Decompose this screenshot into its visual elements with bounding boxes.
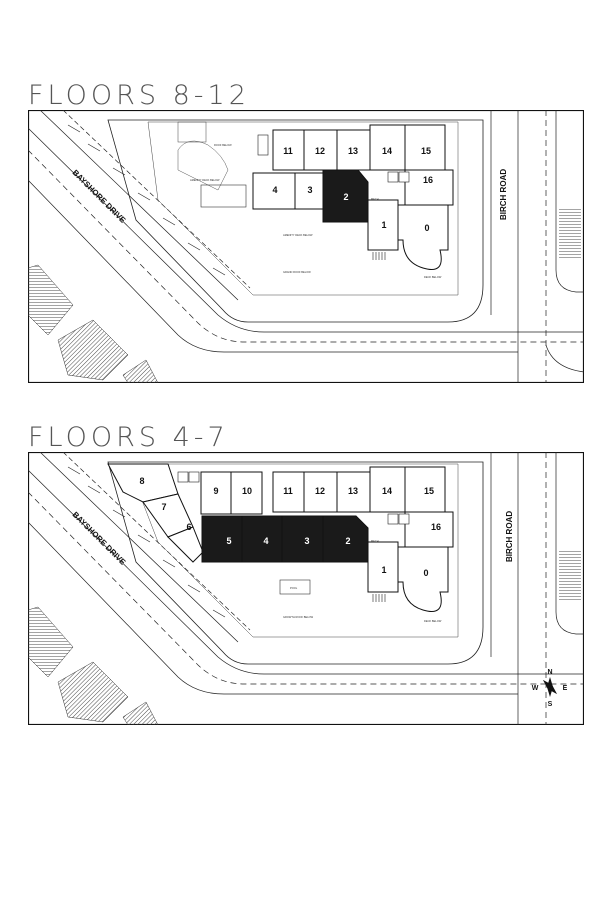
small-label: DECK BELOW (424, 275, 442, 279)
unit-label: 15 (421, 146, 431, 156)
site-hatch-right (559, 208, 581, 258)
deck-outline (127, 463, 459, 638)
unit-label: 4 (272, 185, 277, 195)
unit-label: 6 (186, 522, 191, 532)
unit-label: 0 (424, 223, 429, 233)
unit-label: 2 (345, 536, 350, 546)
unit-11 (272, 471, 305, 513)
unit-label: 1 (381, 565, 386, 575)
unit-label: 9 (213, 486, 218, 496)
compass-w: W (532, 685, 539, 692)
neighbor-building-1 (27, 264, 74, 336)
unit-label: 12 (315, 486, 325, 496)
unit-14 (369, 124, 406, 171)
road-label-birch: BIRCH ROAD (499, 169, 508, 220)
amenity-pool (200, 184, 247, 208)
floor-plan-8-12-drawing: 11 12 13 14 15 4 3 2 16 1 0 ROOF BELOW A… (27, 109, 585, 384)
unit-11 (272, 129, 305, 171)
unit-label: 3 (307, 185, 312, 195)
unit-label: 0 (423, 568, 428, 578)
floor-plan-4-7-drawing: 8 9 10 11 12 13 14 15 7 6 5 4 3 2 16 1 0… (27, 451, 585, 726)
unit-12 (303, 129, 338, 171)
unit-14 (369, 466, 406, 513)
neighbor-building-2 (57, 661, 129, 723)
unit-label: 10 (242, 486, 252, 496)
unit-label: 16 (431, 522, 441, 532)
unit-label: 14 (382, 146, 392, 156)
unit-3 (281, 515, 324, 563)
small-label: AMENITY DECK BELOW (190, 178, 220, 182)
site-outline (107, 461, 484, 665)
unit-label: 7 (161, 502, 166, 512)
elevator-core (257, 134, 410, 183)
unit-5 (201, 515, 243, 563)
small-label: MECH (371, 539, 379, 543)
unit-label: 4 (263, 536, 268, 546)
units-8-12 (252, 124, 454, 270)
small-label: GRAND ROOF BELOW (283, 270, 311, 274)
unit-label: 11 (283, 486, 293, 496)
compass-e: E (563, 685, 568, 692)
plan-title-floors-4-7: FLOORS 4-7 (28, 422, 229, 453)
floor-plan-4-7: 8 9 10 11 12 13 14 15 7 6 5 4 3 2 16 1 0… (27, 451, 585, 726)
unit-1 (367, 541, 399, 593)
unit-15 (404, 466, 446, 513)
unit-0 (397, 204, 449, 270)
unit-label: 16 (423, 175, 433, 185)
unit-10 (230, 471, 263, 515)
stairs (372, 594, 386, 602)
unit-label: 13 (348, 146, 358, 156)
unit-label: 5 (226, 536, 231, 546)
bayshore-road-lines (27, 451, 584, 695)
unit-label: 15 (424, 486, 434, 496)
small-label: POOL (290, 586, 298, 590)
units-4-7 (107, 463, 454, 612)
pool (279, 579, 311, 595)
small-label: AMENITY DECK BELOW (283, 233, 313, 237)
unit-label: 2 (343, 192, 348, 202)
small-label: MECH (371, 197, 379, 201)
unit-label: 14 (382, 486, 392, 496)
garden-shape (177, 140, 229, 191)
unit-label: 13 (348, 486, 358, 496)
small-label: ROOF BELOW (214, 143, 232, 147)
unit-label: 1 (381, 220, 386, 230)
unit-3 (294, 172, 324, 210)
small-label: GROWTH ROOF BELOW (283, 615, 314, 619)
bayshore-road-lines (27, 109, 584, 353)
unit-0 (397, 546, 449, 612)
unit-4 (241, 515, 283, 563)
plan-title-floors-8-12: FLOORS 8-12 (28, 80, 250, 111)
birch-road-lines (490, 452, 584, 725)
site-outline (107, 119, 484, 323)
roof-deck-outline (147, 121, 459, 296)
stairs (372, 252, 386, 260)
unit-16 (404, 169, 454, 206)
site-hatch-right (559, 550, 581, 600)
unit-16 (404, 511, 454, 548)
unit-label: 3 (304, 536, 309, 546)
unit-13 (336, 471, 371, 513)
unit-label: 12 (315, 146, 325, 156)
compass-icon: N S E W (532, 669, 568, 708)
neighbor-building-1 (27, 606, 74, 678)
small-label: DECK BELOW (424, 619, 442, 623)
neighbor-building-2 (57, 319, 129, 381)
parking-bays (67, 124, 226, 276)
parking-bays (67, 466, 226, 618)
unit-label: 11 (283, 146, 293, 156)
elevator-core (177, 471, 410, 525)
road-label-birch: BIRCH ROAD (505, 511, 514, 562)
unit-label: 8 (139, 476, 144, 486)
unit-15 (404, 124, 446, 171)
roof-structure (177, 121, 207, 143)
unit-1 (367, 199, 399, 251)
compass-s: S (548, 701, 553, 708)
birch-road-lines (490, 110, 585, 383)
floor-plan-8-12: 11 12 13 14 15 4 3 2 16 1 0 ROOF BELOW A… (27, 109, 585, 384)
compass-n: N (547, 669, 552, 676)
